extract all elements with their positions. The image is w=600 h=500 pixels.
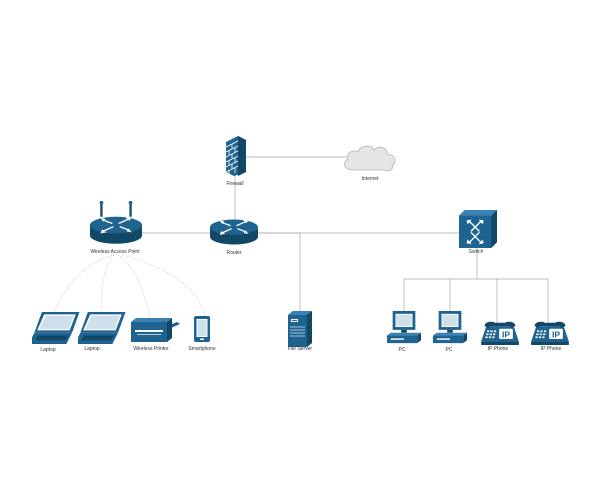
- node-firewall[interactable]: Firewall: [225, 136, 246, 187]
- node-pc-1[interactable]: PC: [387, 311, 421, 353]
- server-icon: [288, 311, 312, 347]
- router-label: Router: [226, 250, 241, 256]
- cloud-icon: [344, 145, 396, 172]
- smartphone-icon: [194, 316, 210, 342]
- ip-phone-1-label: IP Phone: [488, 346, 509, 352]
- pc-icon: [433, 311, 467, 344]
- node-router[interactable]: Router: [210, 219, 258, 256]
- link-router-fileserver: [258, 232, 301, 312]
- laptop-icon: [32, 312, 80, 344]
- switch-icon: [459, 210, 497, 248]
- ip-phone-2-label: IP Phone: [541, 346, 562, 352]
- node-laptop-2[interactable]: Laptop: [75, 312, 126, 352]
- file-server-label: File Server: [288, 346, 313, 352]
- node-wireless-access-point[interactable]: Wireless Access Point: [90, 200, 142, 255]
- laptop-icon: [78, 312, 126, 344]
- node-laptop-1[interactable]: Laptop: [29, 312, 80, 353]
- laptop-1-label: Laptop: [40, 347, 56, 353]
- firewall-label: Firewall: [226, 181, 243, 187]
- link-switch-ipphone2: [497, 278, 549, 323]
- pc-icon: [387, 311, 421, 344]
- smartphone-label: Smartphone: [188, 346, 215, 352]
- laptop-2-label: Laptop: [84, 346, 100, 352]
- node-ip-phone-1[interactable]: IP Phone: [481, 321, 519, 352]
- router-icon: [210, 219, 258, 245]
- wireless-printer-label: Wireless Printer: [133, 346, 169, 352]
- node-wireless-printer[interactable]: Wireless Printer: [131, 318, 180, 352]
- node-ip-phone-2[interactable]: IP Phone: [531, 321, 569, 352]
- link-switch-ipphone1: [477, 278, 498, 323]
- internet-label: Internet: [362, 176, 380, 182]
- pc-1-label: PC: [399, 347, 406, 353]
- node-file-server[interactable]: File Server: [288, 311, 313, 352]
- ip-phone-icon: [531, 321, 569, 345]
- node-smartphone[interactable]: Smartphone: [188, 316, 216, 352]
- printer-icon: [131, 318, 180, 342]
- pc-2-label: PC: [446, 347, 453, 353]
- connection-lines: [54, 156, 549, 323]
- ip-phone-icon: [481, 321, 519, 345]
- firewall-icon: [225, 136, 246, 176]
- switch-label: Switch: [469, 249, 484, 255]
- node-internet[interactable]: Internet: [344, 145, 396, 182]
- wireless-link-laptop1: [54, 254, 113, 313]
- wireless-access-point-label: Wireless Access Point: [90, 249, 140, 255]
- wireless-link-smartphone: [121, 254, 206, 317]
- wireless-link-printer: [117, 254, 151, 319]
- node-switch[interactable]: Switch: [459, 210, 497, 255]
- wireless-access-point-icon: [90, 200, 142, 245]
- node-pc-2[interactable]: PC: [433, 311, 467, 353]
- wireless-link-laptop2: [101, 254, 115, 313]
- link-switch-pc1: [403, 248, 478, 311]
